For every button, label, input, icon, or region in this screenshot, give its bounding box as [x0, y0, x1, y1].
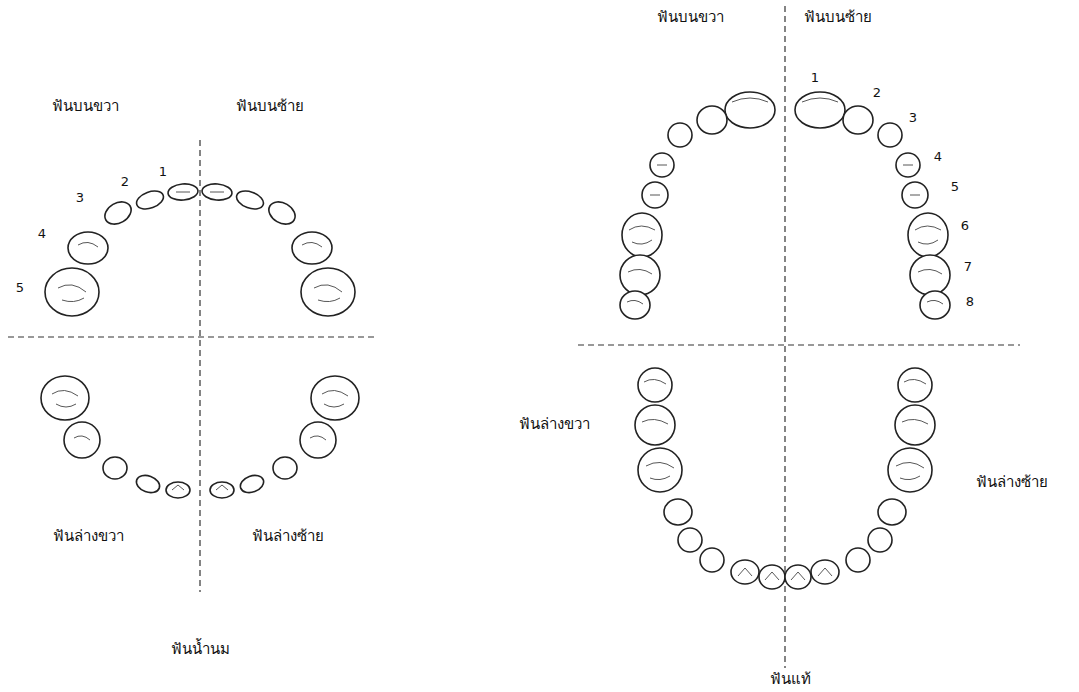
region-label: ฟันล่างซ้าย	[250, 528, 326, 545]
callout-number: 7	[962, 260, 974, 275]
callout-number: 4	[932, 150, 944, 165]
region-label: ฟันบนซ้าย	[234, 98, 306, 115]
callout-number: 3	[74, 191, 86, 206]
midline	[199, 140, 200, 592]
permanent-lower-teeth	[635, 368, 935, 589]
primary-upper-teeth	[45, 183, 355, 316]
callout-number: 1	[157, 165, 169, 180]
callout-number: 1	[809, 71, 821, 86]
region-label: ฟันล่างขวา	[51, 528, 126, 545]
caption-label: ฟันแท้	[768, 671, 813, 688]
callout-number: 6	[959, 219, 971, 234]
callout-number: 4	[36, 227, 48, 242]
callout-number: 5	[14, 281, 26, 296]
region-label: ฟันบนซ้าย	[802, 9, 874, 26]
region-label: ฟันล่างขวา	[517, 416, 592, 433]
midline	[784, 6, 785, 668]
caption-label: ฟันน้ำนม	[169, 641, 232, 658]
permanent-upper-teeth	[620, 92, 950, 319]
primary-lower-teeth	[41, 376, 359, 498]
region-label: ฟันบนขวา	[50, 98, 121, 115]
jaw-divider	[8, 336, 375, 337]
callout-number: 5	[949, 180, 961, 195]
region-label: ฟันล่างซ้าย	[974, 474, 1050, 491]
callout-number: 2	[119, 175, 131, 190]
region-label: ฟันบนขวา	[655, 9, 726, 26]
jaw-divider	[578, 344, 1020, 345]
callout-number: 2	[871, 86, 883, 101]
callout-number: 3	[907, 111, 919, 126]
callout-number: 8	[964, 295, 976, 310]
